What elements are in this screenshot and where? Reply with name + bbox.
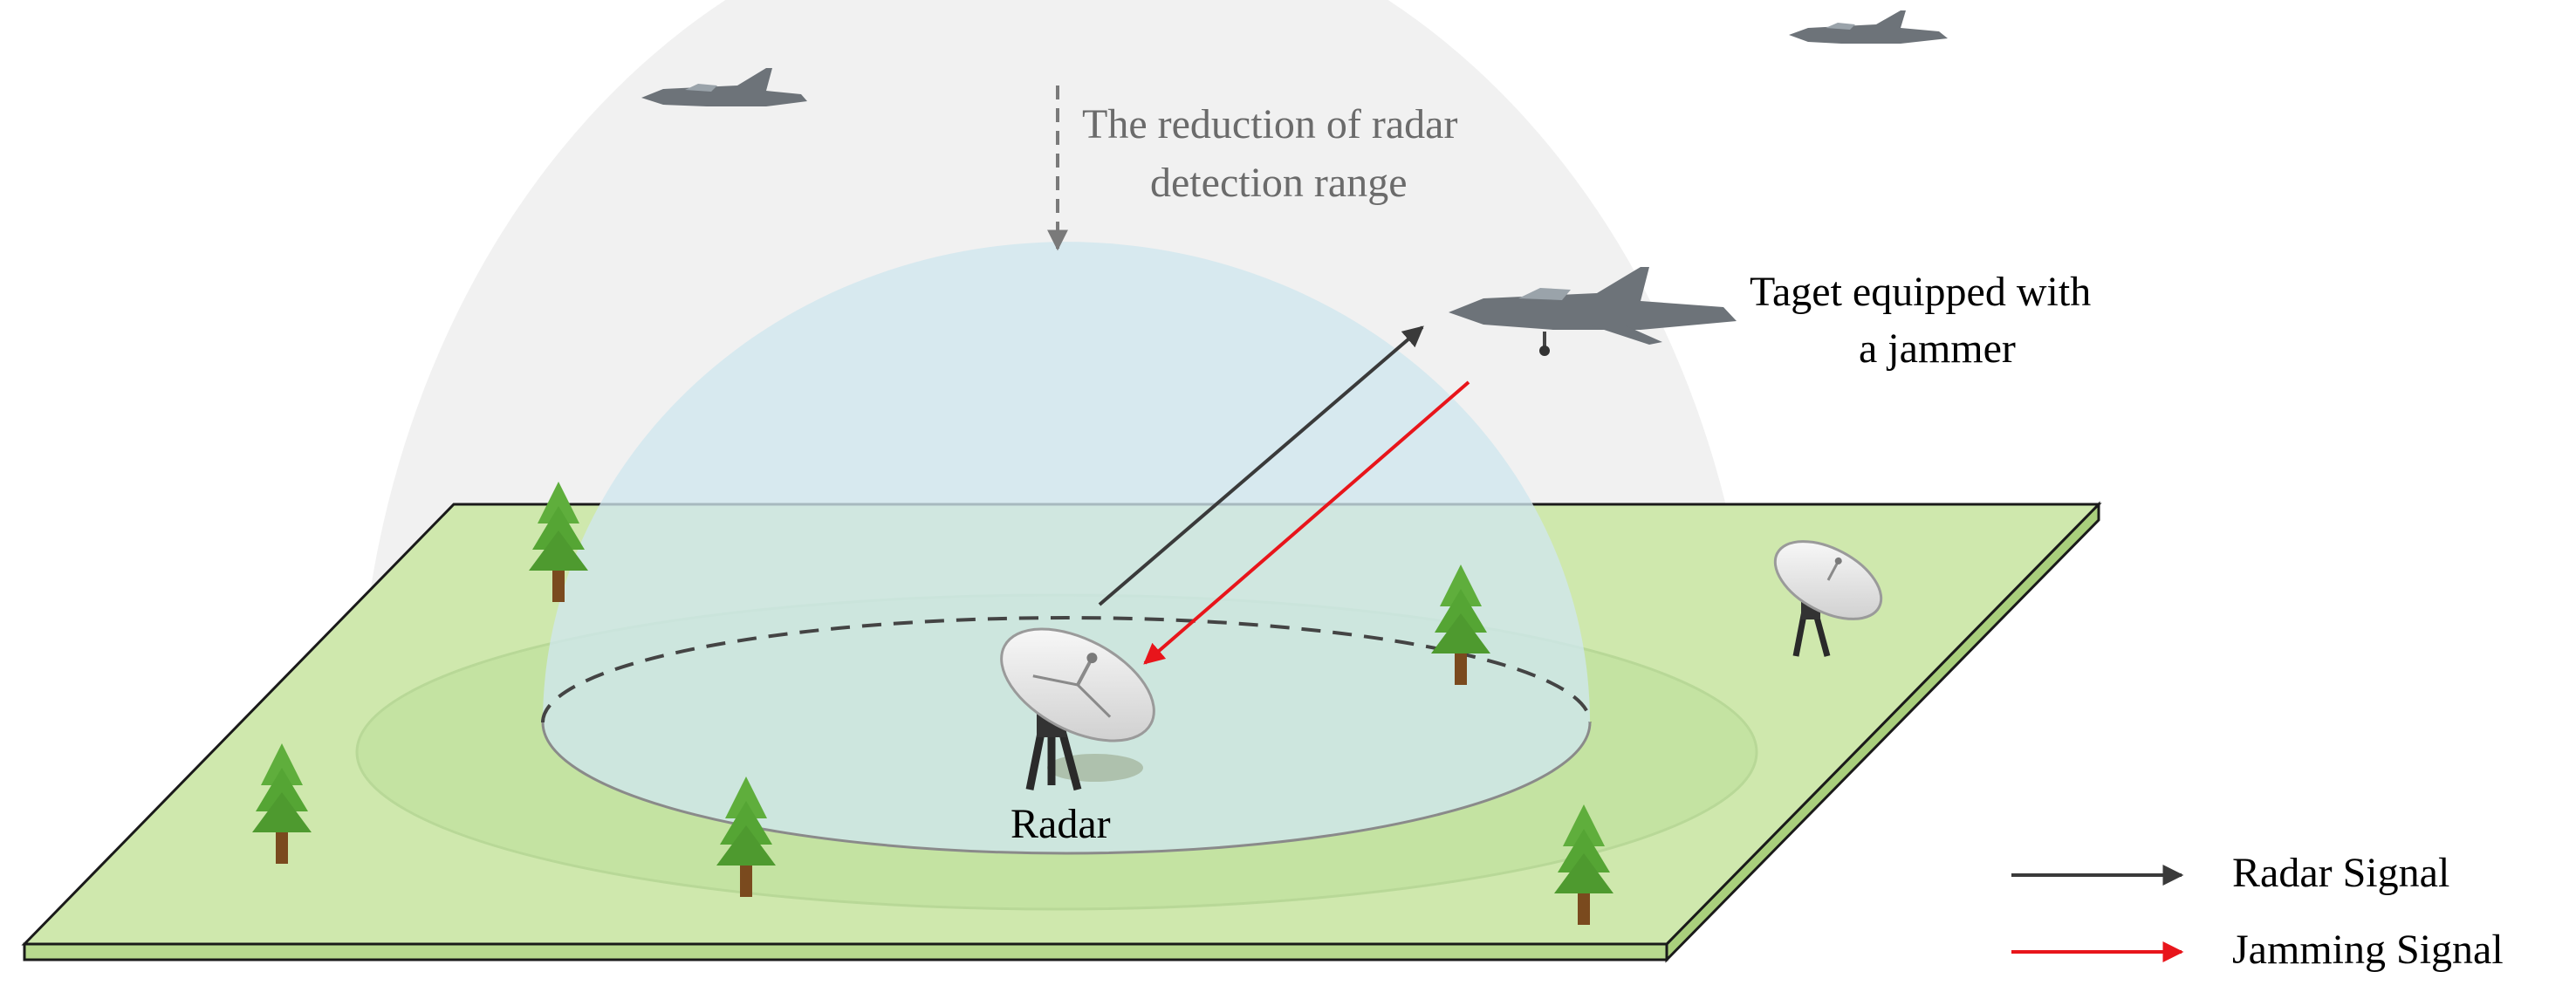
tree-front-center xyxy=(716,777,776,897)
tree-right xyxy=(1431,565,1490,685)
legend-radar-signal-label: Radar Signal xyxy=(2232,850,2449,896)
annotation-line-2: detection range xyxy=(1150,160,1408,206)
target-label-line-1: Taget equipped with xyxy=(1750,269,2091,315)
jamming-signal-arrow xyxy=(1143,380,1470,665)
tree-front-left xyxy=(252,743,312,864)
reduced-detection-dome xyxy=(543,242,1590,853)
main-radar-icon xyxy=(1000,627,1155,791)
radar-label: Radar xyxy=(1011,801,1111,847)
annotation-line-1: The reduction of radar xyxy=(1082,101,1457,147)
legend: Radar Signal Jamming Signal xyxy=(2011,850,2504,973)
reduced-dome-front-rim xyxy=(541,722,1592,855)
reduced-dome-back-rim xyxy=(541,616,1592,723)
aircraft-left-icon xyxy=(641,68,807,106)
tree-front-right xyxy=(1554,804,1613,925)
target-label-line-2: a jammer xyxy=(1859,325,2016,372)
tree-back-left xyxy=(529,482,588,602)
radar-signal-arrow xyxy=(1098,325,1424,606)
aircraft-target-icon xyxy=(1449,267,1737,356)
secondary-radar-icon xyxy=(1773,540,1883,657)
aircraft-top-right-icon xyxy=(1789,10,1948,44)
legend-jamming-signal-label: Jamming Signal xyxy=(2232,927,2504,973)
